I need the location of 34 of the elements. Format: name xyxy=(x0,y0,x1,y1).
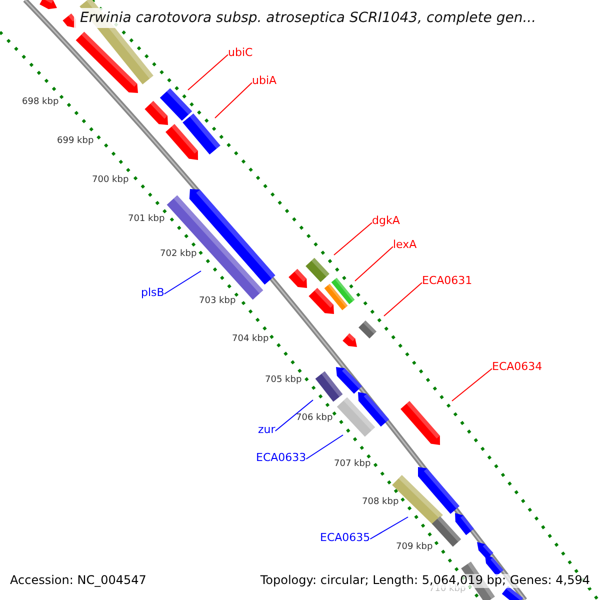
scale-label: 701 kbp xyxy=(128,214,165,224)
gene-label: ubiC xyxy=(228,47,253,60)
leader-line xyxy=(370,516,408,540)
leader-line xyxy=(306,434,344,460)
gene-label: lexA xyxy=(393,239,417,252)
gene-label: plsB xyxy=(141,287,164,300)
scale-label: 710 kbp xyxy=(429,584,466,594)
leader-line xyxy=(452,368,492,402)
leader-line xyxy=(214,82,252,118)
leader-line xyxy=(274,400,314,432)
scale-label: 703 kbp xyxy=(199,296,236,306)
gene-label: ECA0635 xyxy=(320,532,370,545)
leader-line xyxy=(188,54,228,90)
gene-label: ECA0634 xyxy=(492,361,542,374)
gene-label: ECA0631 xyxy=(422,275,472,288)
scale-label: 704 kbp xyxy=(232,334,269,344)
leader-line xyxy=(164,270,202,294)
scale-label: 706 kbp xyxy=(296,413,333,424)
leader-line xyxy=(334,222,372,256)
leader-line xyxy=(354,246,394,282)
scale-label: 698 kbp xyxy=(22,97,59,108)
scale-label: 702 kbp xyxy=(160,249,197,260)
scale-label: 700 kbp xyxy=(92,175,129,186)
gene-label: ECA0633 xyxy=(256,452,306,465)
scale-label: 705 kbp xyxy=(265,375,302,386)
leader-line xyxy=(384,282,422,316)
footer-text: Accession: NC_004547 xyxy=(10,574,146,588)
gene-label: ubiA xyxy=(252,75,277,88)
scale-label: 708 kbp xyxy=(362,497,399,508)
gene-label: zur xyxy=(258,424,276,437)
scale-label: 699 kbp xyxy=(57,136,94,146)
scale-label: 709 kbp xyxy=(396,542,433,552)
gene-label: dgkA xyxy=(372,215,400,228)
scale-label: 707 kbp xyxy=(334,459,371,470)
